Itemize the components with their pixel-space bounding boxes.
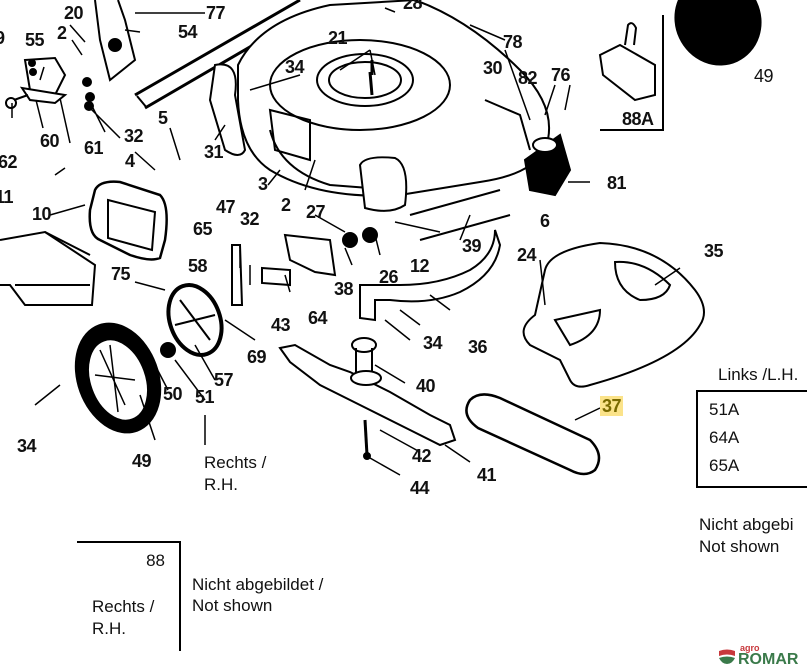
links-parts-box: 51A 64A 65A <box>696 390 807 488</box>
part-label-49-right: 49 <box>754 66 774 86</box>
part-label-21: 21 <box>328 28 348 48</box>
drive-belt <box>465 393 601 476</box>
part-label-32: 32 <box>124 126 144 146</box>
part-label-5: 5 <box>158 108 168 128</box>
part-88-number: 88 <box>146 551 165 570</box>
links-part-64A: 64A <box>709 428 740 447</box>
part-label-4: 4 <box>125 151 135 171</box>
height-adjust-bracket <box>5 56 95 111</box>
part-label-28: 28 <box>403 0 423 13</box>
grass-catcher <box>88 180 168 261</box>
part-label-60: 60 <box>40 131 60 151</box>
rear-flap <box>208 63 247 156</box>
part-label-62: 62 <box>0 152 18 172</box>
part-label-34b: 34 <box>423 333 443 353</box>
part-88-rechts: Rechts / <box>92 597 155 616</box>
logo-romar-text: ROMAR <box>738 651 799 668</box>
links-label: Links /L.H. <box>718 365 799 384</box>
part-label-76: 76 <box>551 65 571 85</box>
blade-bolt <box>363 419 371 460</box>
part-label-36: 36 <box>468 337 488 357</box>
part-label-64: 64 <box>308 308 328 328</box>
part-label-12: 12 <box>410 256 430 276</box>
blade <box>278 343 457 447</box>
part-label-39: 39 <box>462 236 482 256</box>
part-label-75: 75 <box>111 264 131 284</box>
blade-adapter <box>350 337 382 386</box>
part-label-65: 65 <box>193 219 213 239</box>
drive-unit <box>523 133 572 197</box>
part-label-82: 82 <box>518 68 538 88</box>
height-lever-bracket <box>231 227 378 306</box>
not-shown-right-de: Nicht abgebi <box>699 515 794 534</box>
part-label-34: 34 <box>285 57 305 77</box>
part-label-58: 58 <box>188 256 208 276</box>
part-label-61: 61 <box>84 138 104 158</box>
part-label-81: 81 <box>607 173 627 193</box>
part-label-2: 2 <box>57 23 67 43</box>
leaf-logo-icon <box>719 649 735 664</box>
part-label-51: 51 <box>195 387 215 407</box>
part-label-26: 26 <box>379 267 399 287</box>
skid-plate <box>359 229 502 322</box>
part-label-44: 44 <box>410 478 430 498</box>
part-label-78: 78 <box>503 32 523 52</box>
part-label-55: 55 <box>25 30 45 50</box>
not-shown-left-de: Nicht abgebildet / <box>192 575 324 594</box>
agroromar-logo: agro ROMAR <box>718 643 807 668</box>
part-label-43: 43 <box>271 315 291 335</box>
part-label-31: 31 <box>204 142 224 162</box>
part-label-49: 49 <box>132 451 152 471</box>
part-label-37-highlighted[interactable]: 37 <box>600 396 624 416</box>
part-label-6: 6 <box>540 211 550 231</box>
handle-bar <box>94 0 311 110</box>
part-label-34c: 34 <box>17 436 37 456</box>
rear-cover <box>522 241 705 388</box>
part-label-40: 40 <box>416 376 436 396</box>
not-shown-right-en: Not shown <box>699 537 780 556</box>
part-label-42: 42 <box>412 446 432 466</box>
part-label-88A: 88A <box>622 109 654 129</box>
part-label-24: 24 <box>517 245 537 265</box>
part-label-57: 57 <box>214 370 234 390</box>
part-88-box: 88 Rechts / R.H. <box>77 541 181 651</box>
rear-wheel-left <box>74 322 162 434</box>
part-88-rh: R.H. <box>92 619 126 638</box>
rechts-label: Rechts / <box>204 453 267 472</box>
recoil-starter <box>598 15 664 131</box>
part-label-69: 69 <box>247 347 267 367</box>
part-label-9: 9 <box>0 29 5 47</box>
logo-agro-text: agro <box>740 643 760 653</box>
part-label-20: 20 <box>64 3 84 23</box>
part-label-30: 30 <box>483 58 503 78</box>
part-label-77: 77 <box>206 3 226 23</box>
part-label-47: 47 <box>216 197 236 217</box>
part-label-35: 35 <box>704 241 724 261</box>
rh-label: R.H. <box>204 475 238 494</box>
leader-lines <box>11 7 681 476</box>
links-part-65A: 65A <box>709 456 740 475</box>
discharge-chute <box>0 230 97 306</box>
links-part-51A: 51A <box>709 400 740 419</box>
part-label-50: 50 <box>163 384 183 404</box>
part-label-32b: 32 <box>240 209 260 229</box>
part-label-41: 41 <box>477 465 497 485</box>
part-label-3: 3 <box>258 174 268 194</box>
wheel-hub <box>160 283 224 358</box>
part-label-10: 10 <box>32 204 52 224</box>
part-label-38: 38 <box>334 279 354 299</box>
part-label-27: 27 <box>306 202 326 222</box>
part-label-2b: 2 <box>281 195 291 215</box>
part-label-11: 11 <box>0 187 14 207</box>
rear-wheel-right <box>674 0 762 66</box>
part-label-54: 54 <box>178 22 198 42</box>
not-shown-left-en: Not shown <box>192 596 273 615</box>
